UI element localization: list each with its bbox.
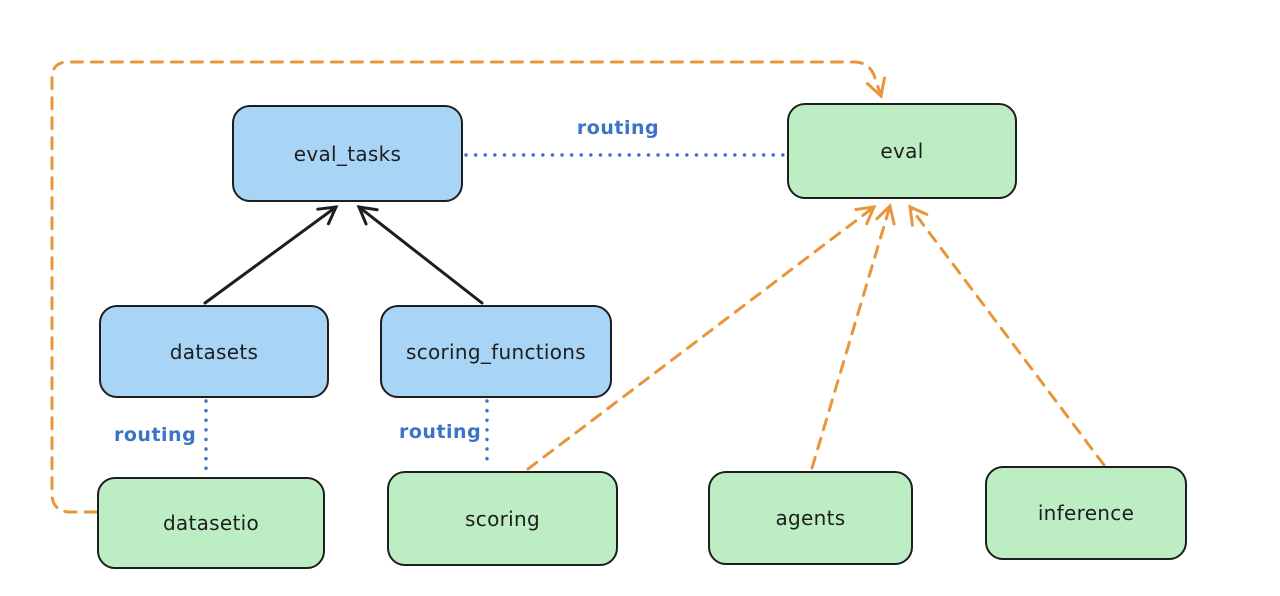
routing-label-top: routing: [576, 117, 660, 139]
node-scoring: scoring: [387, 471, 618, 566]
node-scoring-functions-label: scoring_functions: [405, 339, 587, 364]
node-scoring-label: scoring: [465, 506, 540, 531]
routing-label-scoring: routing: [399, 421, 482, 443]
edge-datasetio-to-eval-loop: [50, 60, 886, 514]
node-datasetio-label: datasetio: [162, 511, 260, 535]
routing-label-datasetio: routing: [114, 424, 197, 446]
node-eval-tasks-label: eval_tasks: [293, 141, 402, 166]
node-datasets: datasets: [99, 305, 329, 398]
edge-agents-to-eval: [810, 203, 896, 470]
edge-inference-to-eval: [908, 204, 1106, 467]
edge-scoring-to-eval: [526, 205, 877, 471]
edge-scoring-functions-to-eval-tasks: [356, 205, 484, 305]
node-inference: inference: [985, 466, 1187, 560]
edge-datasets-to-eval-tasks: [203, 205, 339, 305]
node-agents-label: agents: [775, 506, 846, 530]
node-eval-label: eval: [880, 139, 924, 163]
node-eval-tasks: eval_tasks: [232, 105, 463, 202]
node-datasetio: datasetio: [97, 477, 325, 569]
node-inference-label: inference: [1037, 501, 1135, 525]
node-scoring-functions: scoring_functions: [380, 305, 612, 398]
node-eval: eval: [787, 103, 1017, 199]
node-agents: agents: [708, 471, 913, 565]
node-datasets-label: datasets: [169, 339, 259, 364]
